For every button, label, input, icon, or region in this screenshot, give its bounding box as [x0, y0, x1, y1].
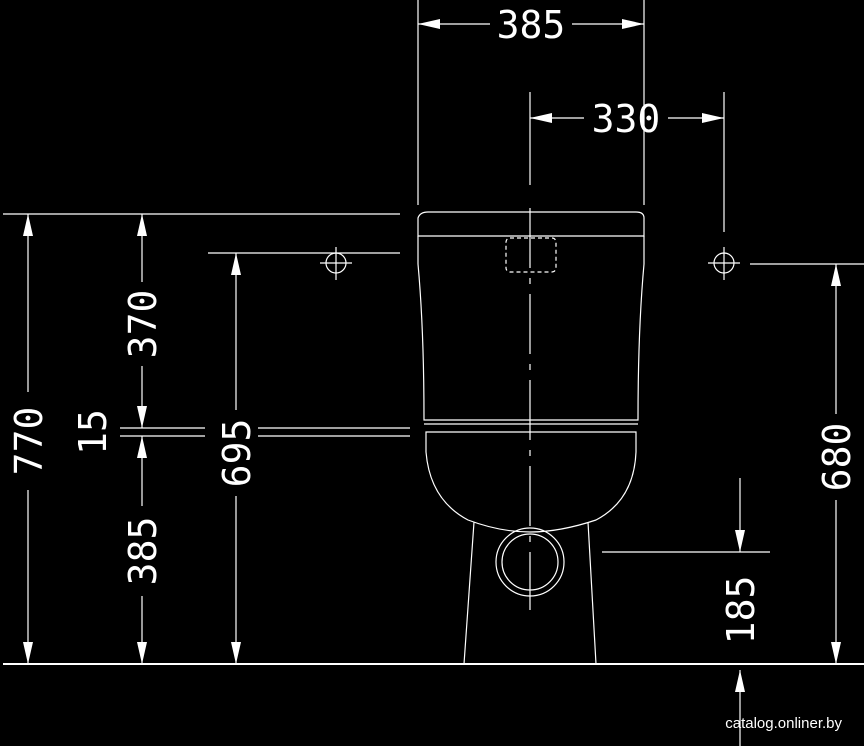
dim-label-695: 695	[215, 419, 259, 488]
dim-connection-height: 695	[215, 253, 259, 664]
dim-mount-height: 680	[815, 264, 859, 664]
dim-label-370: 370	[121, 290, 165, 359]
toilet-outline	[417, 208, 645, 665]
tank-lid	[417, 211, 645, 237]
pedestal	[463, 521, 597, 665]
dim-label-330: 330	[592, 97, 661, 141]
dim-label-15: 15	[71, 409, 115, 455]
watermark: catalog.onliner.by	[725, 715, 842, 732]
dim-label-385-top: 385	[497, 3, 566, 47]
tank-body	[417, 236, 645, 421]
dim-stack-left: 370 15 385	[71, 214, 165, 664]
dim-total-height: 770	[7, 214, 51, 664]
dim-label-680: 680	[815, 423, 859, 492]
mount-mark-right	[708, 247, 740, 280]
bowl	[425, 431, 637, 533]
dim-outlet-height: 185	[719, 478, 763, 746]
dim-tank-width: 385	[418, 3, 644, 47]
dim-label-770: 770	[7, 407, 51, 476]
dim-label-385-left: 385	[121, 517, 165, 586]
flush-button	[505, 237, 557, 273]
mount-mark-left	[320, 247, 352, 280]
dim-mount-spacing: 330	[530, 97, 724, 141]
dim-label-185: 185	[719, 576, 763, 645]
